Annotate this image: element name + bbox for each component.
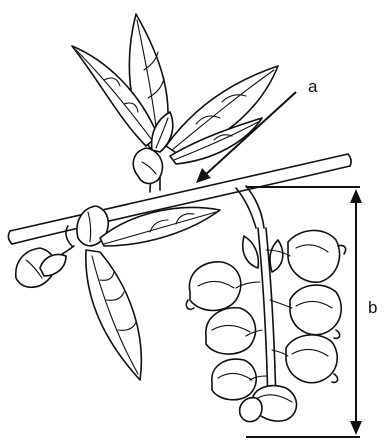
flower-raceme [186,186,345,422]
label-a: a [308,77,318,96]
upper-leaf-cluster [72,14,278,192]
label-b: b [368,298,377,317]
